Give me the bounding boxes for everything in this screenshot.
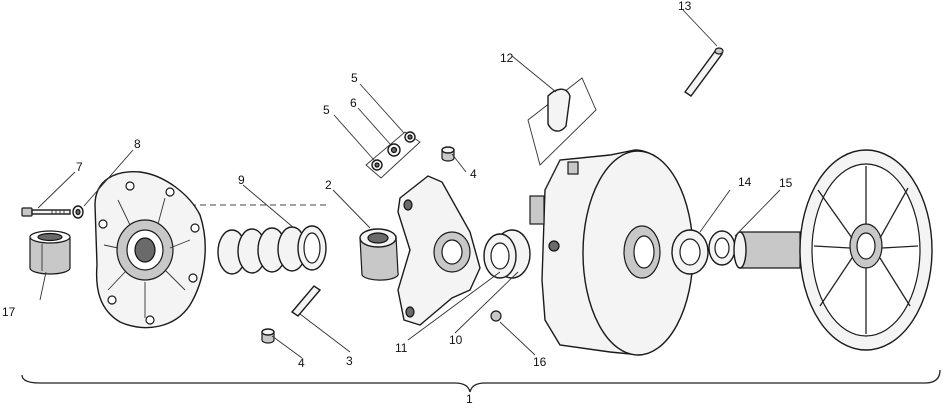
part-17-bushing [29, 230, 71, 275]
callout-15: 15 [779, 176, 793, 190]
fixed-sheave [733, 149, 933, 351]
part-15-washer [708, 230, 736, 266]
cover-plate [94, 171, 206, 329]
callouts: 1 2 3 4 4 5 5 6 7 8 9 10 11 12 13 14 15 … [2, 0, 793, 406]
part-7-bolt [21, 207, 71, 217]
callout-10: 10 [449, 333, 463, 347]
part-13-pin [684, 47, 724, 97]
assembly-bracket [21, 369, 941, 393]
callout-13: 13 [678, 0, 692, 13]
part-14-bushing [671, 229, 709, 275]
callout-1: 1 [466, 392, 473, 405]
callout-3: 3 [346, 354, 353, 368]
callout-9: 9 [238, 173, 245, 187]
callout-11: 11 [395, 341, 408, 355]
callout-5-top: 5 [351, 71, 358, 85]
callout-2: 2 [325, 178, 332, 192]
callout-6: 6 [350, 96, 357, 110]
callout-16: 16 [533, 355, 547, 369]
part-4-button-upper [441, 146, 455, 162]
callout-4-upper: 4 [470, 167, 477, 181]
part-10-roller [483, 229, 531, 279]
part-9-spring [217, 225, 327, 275]
callout-17: 17 [2, 305, 16, 319]
part-4-button-lower [261, 328, 275, 344]
part-3-pin [290, 285, 322, 317]
part-5-6-hardware [365, 131, 421, 179]
callout-4-lower: 4 [298, 356, 305, 370]
callout-5-left: 5 [323, 103, 330, 117]
part-12-bracket [527, 77, 597, 166]
part-8-washer [72, 205, 84, 219]
part-2-bushing [359, 228, 399, 281]
callout-8: 8 [134, 137, 141, 151]
main-sheave [529, 149, 694, 356]
callout-12: 12 [500, 51, 514, 65]
callout-7: 7 [76, 160, 83, 174]
part-spider [397, 175, 481, 326]
part-16-nut [490, 310, 502, 322]
callout-14: 14 [738, 175, 752, 189]
leader-lines [37, 9, 781, 359]
